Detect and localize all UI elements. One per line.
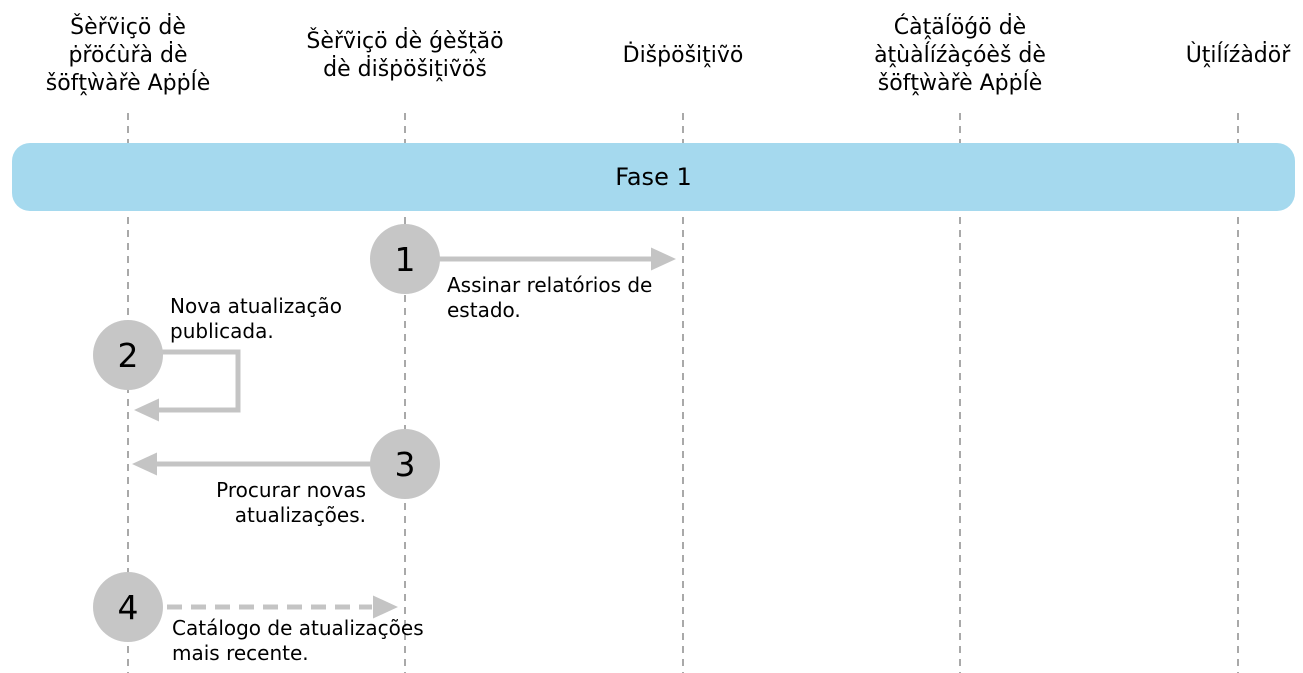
step3-arrow-left [132,452,372,476]
step-number: 3 [394,444,416,484]
step1-arrow-right [436,247,676,271]
step-number: 1 [394,239,416,279]
actor-label: Šèřṽiçö ḋè ǵèšṱăö ḋè ḋišṗöšiṱiṽöš [306,29,504,82]
step-circle-3: 3 [370,429,440,499]
step-number: 4 [117,587,139,627]
phase-bar: Fase 1 [12,143,1295,211]
phase-label: Fase 1 [615,163,692,191]
lifeline-user [1237,113,1239,673]
step-number: 2 [117,335,139,375]
step1-label: Assinar relatórios de estado. [447,273,653,322]
actor-software-lookup-service: Šèřṽiçö ḋè ṗřöćùřà ḋè šöfṱẁàřè Aṗṗĺè [0,0,263,112]
step-circle-4: 4 [93,572,163,642]
step2-label: Nova atualização publicada. [170,294,343,343]
actor-software-update-catalog: Ćàṱäĺöǵö ḋè àṱùàĺíźàçóèš ḋè šöfṱẁàřè Aṗṗ… [825,0,1095,112]
lifeline-device [682,113,684,673]
actor-label: Ćàṱäĺöǵö ḋè àṱùàĺíźàçóèš ḋè šöfṱẁàřè Aṗṗ… [874,15,1046,96]
actor-label: Ḋišṗöšiṱiṽö [622,43,744,68]
step-circle-1: 1 [370,224,440,294]
lifeline-device-management-service [404,113,406,673]
step-circle-2: 2 [93,320,163,390]
step4-label: Catálogo de atualizações mais recente. [172,616,424,665]
lifeline-software-lookup-service [127,113,129,673]
actor-device-management-service: Šèřṽiçö ḋè ǵèšṱăö ḋè ḋišṗöšiṱiṽöš [270,0,540,112]
actor-device: Ḋišṗöšiṱiṽö [548,0,818,112]
actor-label: Ùṱiĺíźàḋöř [1185,43,1291,68]
step3-label: Procurar novas atualizações. [216,478,366,527]
lifeline-software-update-catalog [959,113,961,673]
actor-label: Šèřṽiçö ḋè ṗřöćùřà ḋè šöfṱẁàřè Aṗṗĺè [45,15,211,96]
actor-user: Ùṱiĺíźàḋöř [1103,0,1303,112]
